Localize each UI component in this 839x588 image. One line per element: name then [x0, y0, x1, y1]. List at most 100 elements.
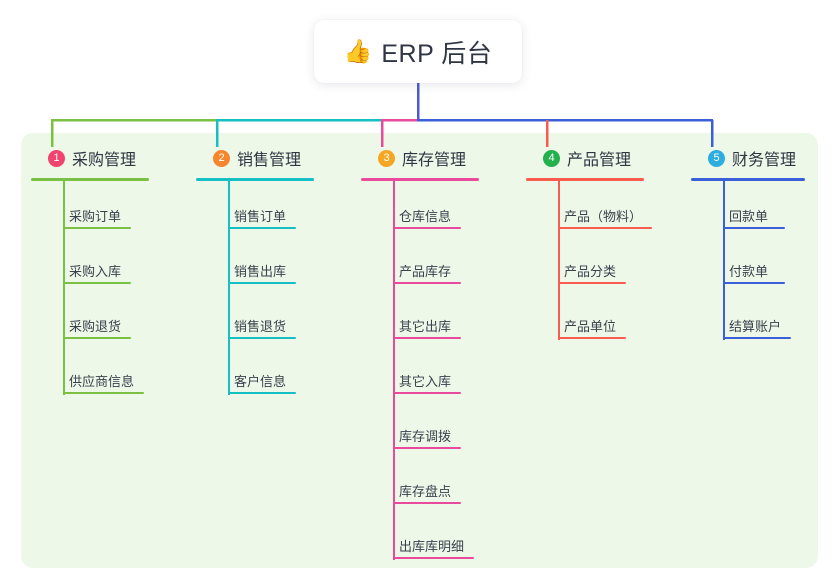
branch-children: 销售订单销售出库销售退货客户信息	[196, 181, 314, 401]
branch-child-label: 产品单位	[564, 319, 617, 334]
branch-header[interactable]: 5 财务管理	[691, 145, 805, 171]
branch-spine	[723, 181, 725, 340]
branch-child-label: 其它入库	[399, 374, 452, 389]
branch-child-item[interactable]: 产品（物料）	[526, 181, 652, 236]
branch-children: 回款单付款单结算账户	[691, 181, 805, 346]
branch-child-rule	[723, 227, 785, 229]
branch-child-rule	[228, 392, 296, 394]
branches-panel	[21, 133, 818, 568]
branch-child-item[interactable]: 供应商信息	[31, 346, 149, 401]
branch-column: 3 库存管理仓库信息产品库存其它出库其它入库库存调拨库存盘点出库库明细	[361, 145, 479, 566]
branch-child-label: 结算账户	[729, 319, 782, 334]
branch-child-rule	[63, 337, 131, 339]
branch-header-rule	[31, 178, 149, 181]
branch-spine	[393, 181, 395, 560]
branch-child-item[interactable]: 产品单位	[526, 291, 644, 346]
branch-child-label: 采购订单	[69, 209, 122, 224]
branch-child-label: 产品（物料）	[564, 209, 643, 224]
branch-title: 库存管理	[402, 152, 467, 169]
thumbs-up-icon: 👍	[343, 38, 373, 64]
root-node-title: ERP 后台	[381, 39, 493, 68]
branch-header-rule	[196, 178, 314, 181]
branch-child-label: 库存调拨	[399, 429, 452, 444]
branch-child-rule	[63, 282, 131, 284]
branch-child-rule	[723, 337, 791, 339]
branch-children: 采购订单采购入库采购退货供应商信息	[31, 181, 149, 401]
branch-child-item[interactable]: 销售退货	[196, 291, 314, 346]
branch-child-rule	[393, 227, 461, 229]
branch-child-rule	[723, 282, 785, 284]
branch-header-rule	[526, 178, 644, 181]
branch-child-label: 客户信息	[234, 374, 287, 389]
branch-child-item[interactable]: 付款单	[691, 236, 805, 291]
branch-child-item[interactable]: 回款单	[691, 181, 805, 236]
branch-child-item[interactable]: 产品库存	[361, 236, 479, 291]
branch-child-label: 付款单	[729, 264, 769, 279]
branch-child-item[interactable]: 产品分类	[526, 236, 644, 291]
branch-number-badge: 3	[378, 149, 395, 167]
branch-children: 产品（物料） 产品分类产品单位	[526, 181, 652, 346]
branch-child-rule	[63, 392, 144, 394]
branch-child-rule	[393, 337, 461, 339]
branch-number-badge: 1	[48, 149, 65, 167]
branch-child-label: 销售出库	[234, 264, 287, 279]
branch-child-item[interactable]: 采购订单	[31, 181, 149, 236]
root-node-content: 👍 ERP 后台	[344, 34, 493, 70]
branch-child-label: 回款单	[729, 209, 769, 224]
branch-child-item[interactable]: 结算账户	[691, 291, 805, 346]
branch-header[interactable]: 1 采购管理	[31, 145, 149, 171]
branch-child-label: 采购退货	[69, 319, 122, 334]
branch-child-label: 销售退货	[234, 319, 287, 334]
branch-number-badge: 5	[708, 149, 725, 167]
branch-column: 5 财务管理回款单付款单结算账户	[691, 145, 805, 346]
branch-header-rule	[361, 178, 479, 181]
branch-child-label: 库存盘点	[399, 484, 452, 499]
branch-child-label: 仓库信息	[399, 209, 452, 224]
branch-child-rule	[228, 227, 296, 229]
branch-children: 仓库信息产品库存其它出库其它入库库存调拨库存盘点出库库明细	[361, 181, 479, 566]
branch-child-item[interactable]: 其它出库	[361, 291, 479, 346]
branch-spine	[228, 181, 230, 395]
branch-child-item[interactable]: 销售出库	[196, 236, 314, 291]
branch-child-item[interactable]: 库存盘点	[361, 456, 479, 511]
branch-child-item[interactable]: 仓库信息	[361, 181, 479, 236]
branch-number-badge: 2	[213, 149, 230, 167]
branch-child-item[interactable]: 客户信息	[196, 346, 314, 401]
branch-child-label: 出库库明细	[399, 539, 465, 554]
branch-child-item[interactable]: 其它入库	[361, 346, 479, 401]
branch-child-label: 产品分类	[564, 264, 617, 279]
branch-title: 产品管理	[567, 152, 632, 169]
branch-child-rule	[63, 227, 131, 229]
branch-child-item[interactable]: 采购退货	[31, 291, 149, 346]
branch-child-rule	[393, 392, 461, 394]
branch-child-item[interactable]: 库存调拨	[361, 401, 479, 456]
branch-header-rule	[691, 178, 805, 181]
branch-child-rule	[393, 502, 461, 504]
branch-child-rule	[228, 282, 296, 284]
branch-child-rule	[393, 447, 461, 449]
branch-header[interactable]: 3 库存管理	[361, 145, 479, 171]
branch-child-label: 销售订单	[234, 209, 287, 224]
branch-child-rule	[558, 227, 652, 229]
branch-child-item[interactable]: 销售订单	[196, 181, 314, 236]
branch-child-label: 产品库存	[399, 264, 452, 279]
branch-child-label: 供应商信息	[69, 374, 135, 389]
branch-child-rule	[393, 282, 461, 284]
branch-child-rule	[393, 557, 474, 559]
branch-child-label: 其它出库	[399, 319, 452, 334]
branch-title: 财务管理	[732, 152, 797, 169]
branch-child-label: 采购入库	[69, 264, 122, 279]
branch-title: 采购管理	[72, 152, 137, 169]
root-node[interactable]: 👍 ERP 后台	[314, 20, 522, 83]
branch-child-item[interactable]: 采购入库	[31, 236, 149, 291]
branch-child-rule	[558, 282, 626, 284]
branch-column: 1 采购管理采购订单采购入库采购退货供应商信息	[31, 145, 149, 401]
branch-child-rule	[558, 337, 626, 339]
branch-child-item[interactable]: 出库库明细	[361, 511, 479, 566]
